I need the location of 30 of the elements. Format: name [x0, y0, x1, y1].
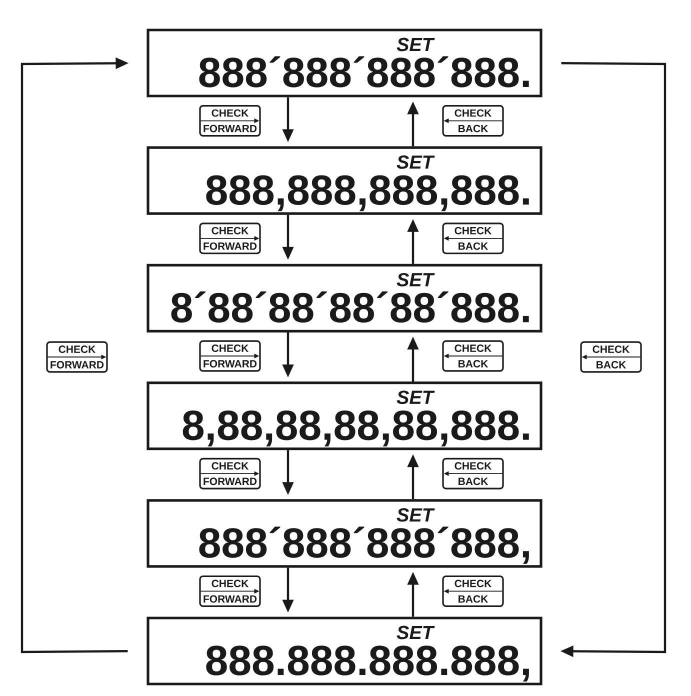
key-label: CHECK BACK: [442, 340, 504, 372]
set-indicator: SET: [396, 272, 435, 286]
display-box: [146, 28, 542, 98]
set-indicator: SET: [396, 626, 435, 640]
display-box: [146, 382, 542, 450]
key-label: CHECK FORWARD: [199, 222, 261, 254]
set-indicator: SET: [396, 390, 435, 404]
display-box: [146, 264, 542, 332]
display-digits: 8,88,88,88,88,888.: [182, 410, 529, 446]
key-label: CHECK BACK: [442, 575, 504, 607]
set-indicator: SET: [396, 38, 435, 52]
key-label: CHECK BACK: [442, 105, 504, 137]
key-label: CHECK FORWARD: [199, 105, 261, 137]
display-digits: 888´888´888´888.: [199, 56, 529, 88]
display-digits: 888´888´888´888,: [199, 526, 529, 564]
key-label: CHECK BACK: [442, 222, 504, 254]
display-digits: 888.888.888.888,: [206, 646, 529, 682]
display-digits: 8´88´88´88´88´888.: [171, 291, 529, 323]
key-label: CHECK FORWARD: [199, 458, 261, 490]
key-label: CHECK FORWARD: [46, 341, 108, 373]
display-digits: 888,888,888,888.: [206, 175, 529, 212]
key-label: CHECK BACK: [442, 458, 504, 490]
set-indicator: SET: [396, 155, 435, 169]
display-box: [146, 146, 542, 215]
display-box: [146, 499, 542, 568]
key-label: CHECK BACK: [580, 341, 642, 373]
display-box: [146, 616, 542, 686]
set-indicator: SET: [396, 508, 435, 522]
key-label: CHECK FORWARD: [199, 575, 261, 607]
key-label: CHECK FORWARD: [199, 340, 261, 372]
